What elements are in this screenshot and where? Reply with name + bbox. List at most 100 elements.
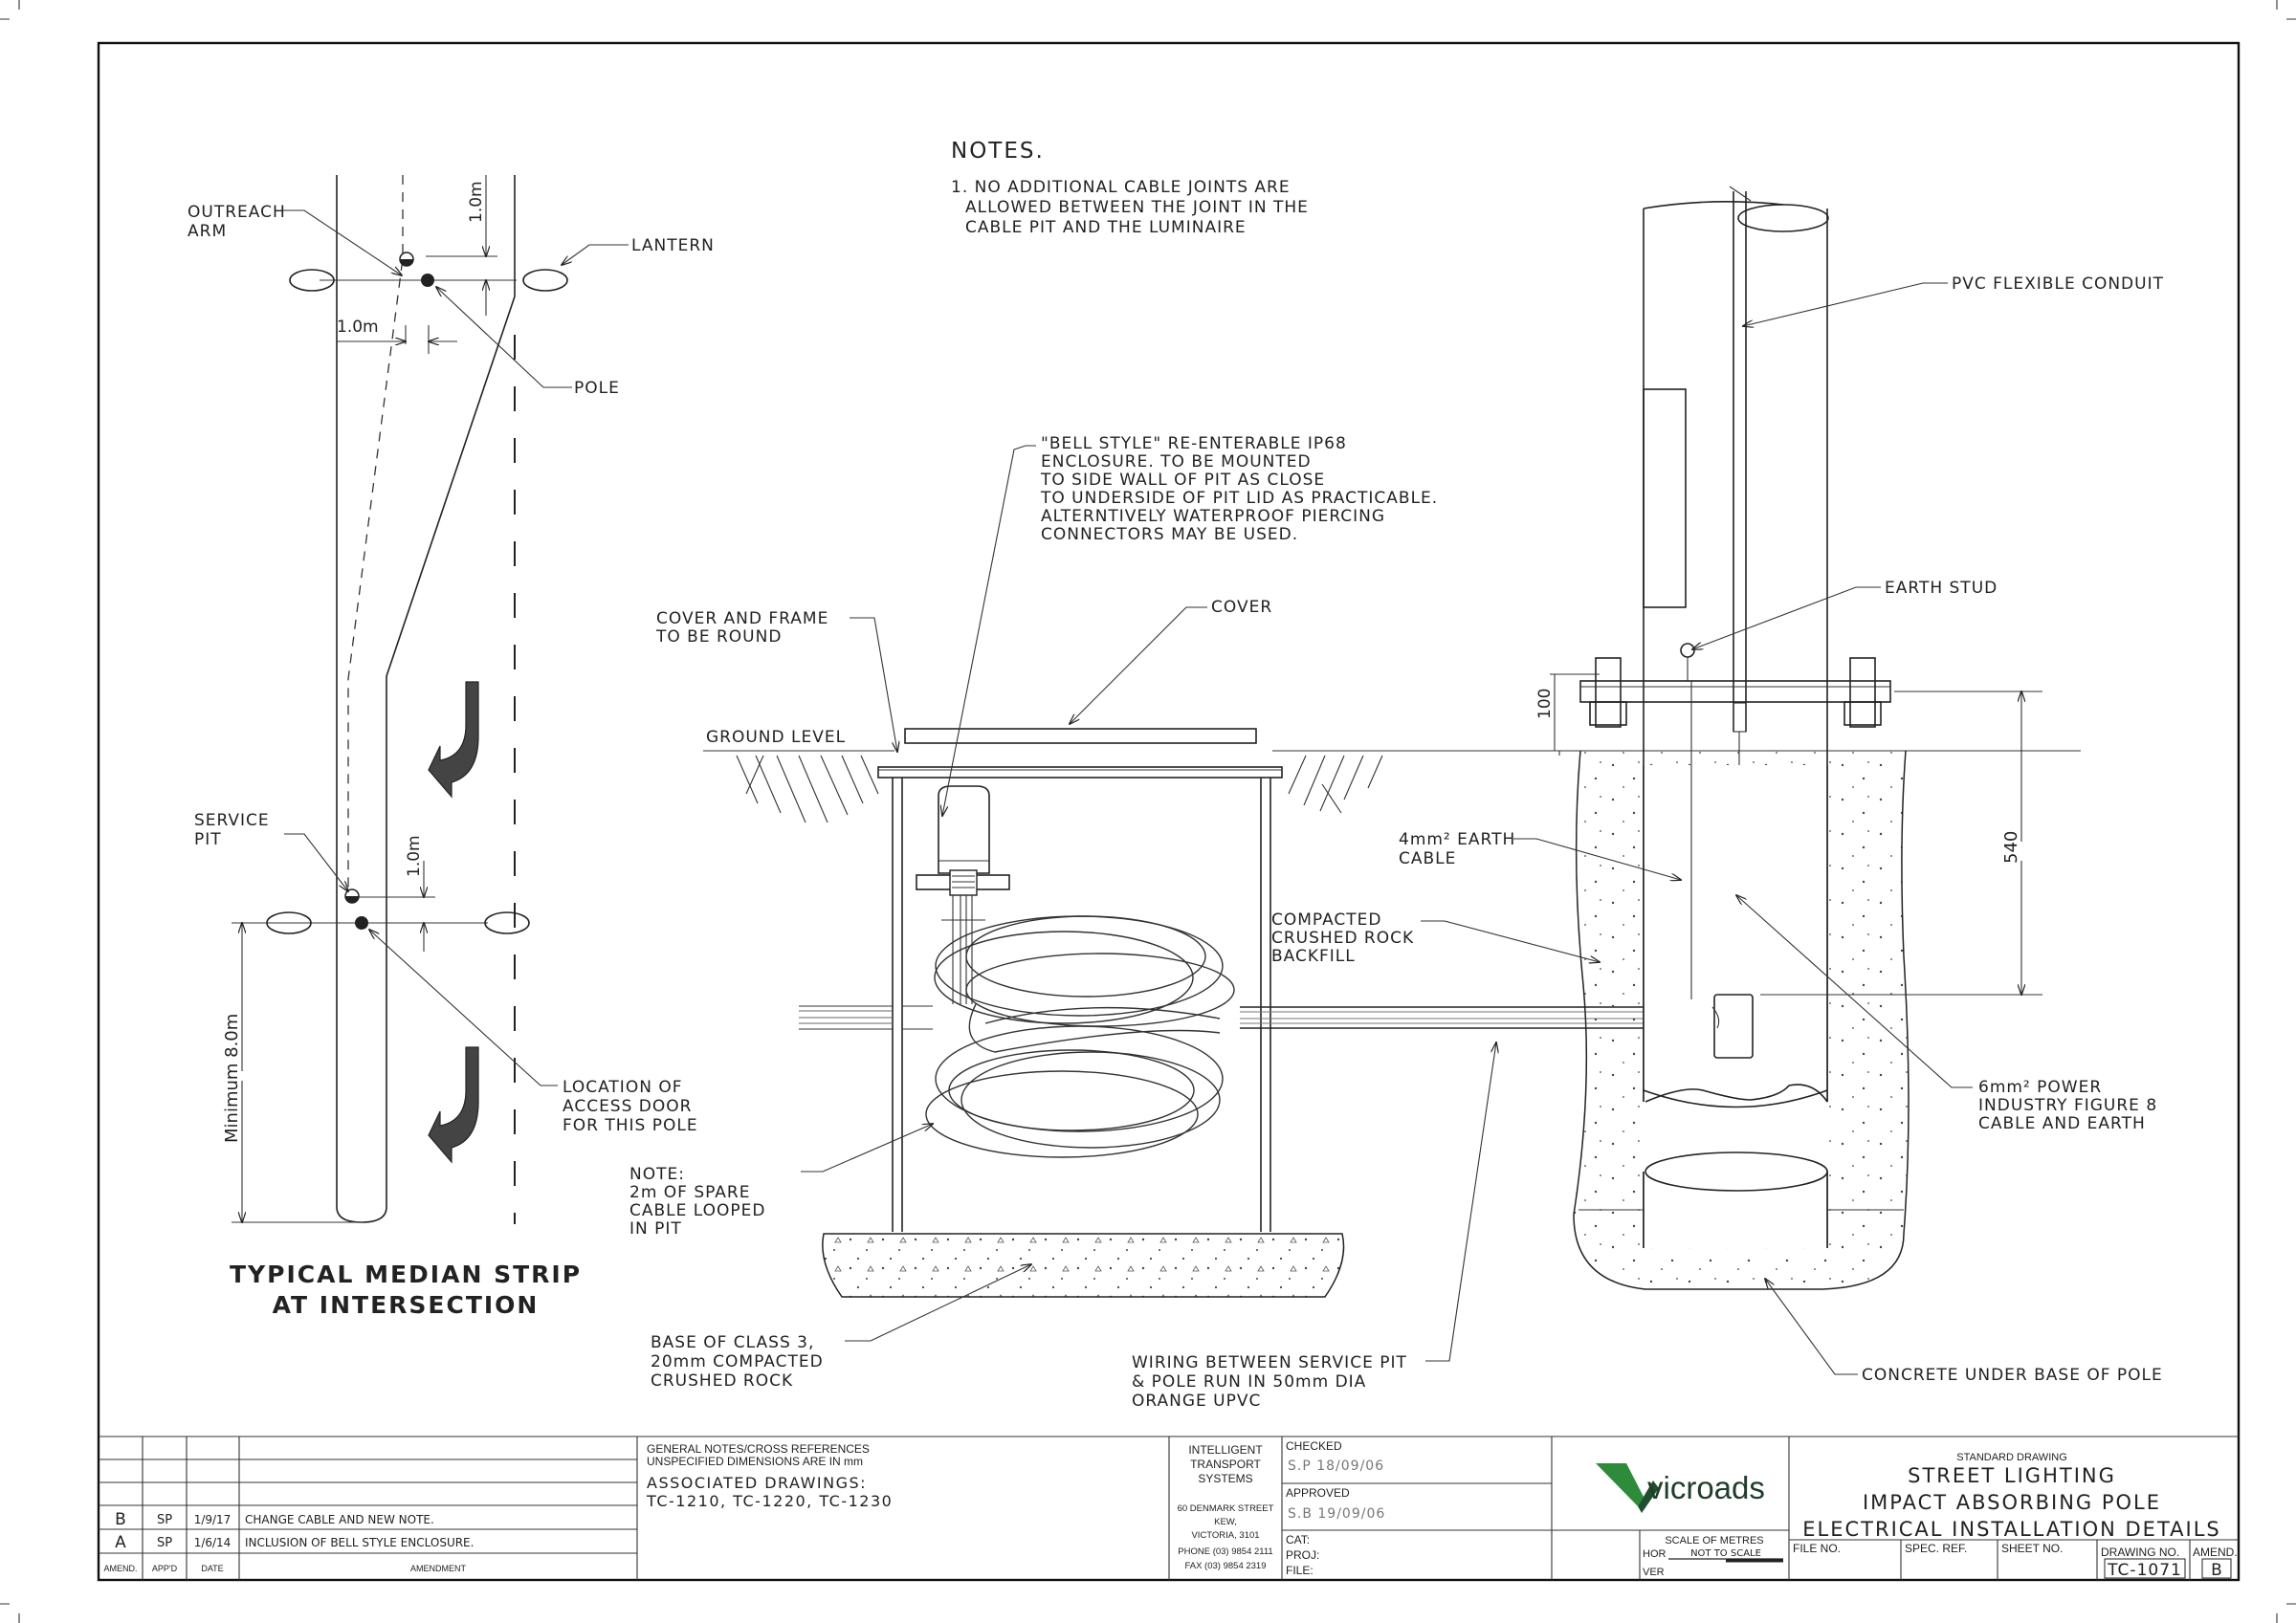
amend-b-date: 1/9/17: [194, 1513, 232, 1526]
label-bell-4: TO UNDERSIDE OF PIT LID AS PRACTICABLE.: [1040, 489, 1438, 508]
plan-title-2: AT INTERSECTION: [273, 1291, 540, 1319]
associated-drawings-label: ASSOCIATED DRAWINGS:: [647, 1474, 867, 1492]
dim-1m-horizontal: 1.0m: [337, 318, 379, 337]
proj-label: PROJ:: [1286, 1548, 1319, 1562]
label-cover: COVER: [1211, 598, 1272, 617]
its-1: INTELLIGENT: [1188, 1443, 1263, 1457]
label-spare-2: 2m OF SPARE: [629, 1183, 750, 1202]
bell-enclosure: [938, 785, 990, 874]
label-outreach-arm: OUTREACH: [188, 203, 286, 222]
label-earth-stud: EARTH STUD: [1885, 579, 1998, 598]
general-notes-2: UNSPECIFIED DIMENSIONS ARE IN mm: [647, 1455, 863, 1468]
label-earth-cable-2: CABLE: [1399, 849, 1456, 868]
general-notes-1: GENERAL NOTES/CROSS REFERENCES: [647, 1442, 870, 1456]
scale-not-to-scale: NOT TO SCALE: [1690, 1548, 1761, 1559]
address-3: VICTORIA, 3101: [1191, 1530, 1259, 1541]
dim-minimum-8m: Minimum 8.0m: [222, 1014, 242, 1143]
label-bell-3: TO SIDE WALL OF PIT AS CLOSE: [1040, 471, 1325, 490]
pole-access-door: [1643, 388, 1687, 608]
dim-1m-vertical-top: 1.0m: [467, 181, 486, 223]
lantern-right-lower: [484, 911, 530, 934]
label-access-door-2: ACCESS DOOR: [563, 1097, 692, 1116]
pole-base-plate: [1579, 680, 1891, 703]
pole-lower: [355, 916, 368, 930]
note-line-2: ALLOWED BETWEEN THE JOINT IN THE: [965, 198, 1309, 217]
address-fax: FAX (03) 9854 2319: [1184, 1561, 1266, 1571]
label-spare-3: CABLE LOOPED: [629, 1201, 766, 1220]
hdr-amendment: AMENDMENT: [410, 1564, 467, 1573]
label-pvc-conduit: PVC FLEXIBLE CONDUIT: [1952, 274, 2164, 294]
label-compacted-1: COMPACTED: [1271, 910, 1382, 930]
soil-hatching: [736, 755, 1383, 823]
address-1: 60 DENMARK STREET: [1178, 1503, 1274, 1514]
label-power-1: 6mm² POWER: [1978, 1078, 2102, 1097]
label-base-2: 20mm COMPACTED: [651, 1352, 824, 1371]
its-3: SYSTEMS: [1198, 1472, 1252, 1485]
dim-100: 100: [1535, 689, 1555, 719]
label-outreach-arm-2: ARM: [188, 222, 227, 241]
note-line-3: CABLE PIT AND THE LUMINAIRE: [965, 218, 1247, 237]
amend-b-letter: B: [115, 1510, 126, 1529]
traffic-arrow-upper: [428, 681, 479, 799]
pit-and-pole-section: 100 540 "BELL STYLE" RE-ENTERABLE IP68 E…: [629, 186, 2164, 1411]
note-line-1: 1. NO ADDITIONAL CABLE JOINTS ARE: [951, 178, 1291, 197]
amend-label: AMEND.: [2193, 1546, 2238, 1559]
label-service-pit: SERVICE: [194, 811, 270, 830]
label-pole: POLE: [574, 379, 620, 398]
spare-cable-loops: [925, 915, 1235, 1158]
amend-a-text: INCLUSION OF BELL STYLE ENCLOSURE.: [245, 1536, 474, 1549]
drawing-no-value: TC-1071: [2107, 1561, 2182, 1580]
amend-a-letter: A: [115, 1533, 126, 1552]
drawing-title-2: IMPACT ABSORBING POLE: [1863, 1491, 2161, 1514]
pole-upper: [421, 274, 434, 287]
label-access-door-3: FOR THIS POLE: [563, 1116, 698, 1135]
label-base-3: CRUSHED ROCK: [651, 1371, 793, 1391]
amend-b-text: CHANGE CABLE AND NEW NOTE.: [245, 1513, 434, 1526]
hdr-appd: APP'D: [152, 1564, 178, 1573]
address-phone: PHONE (03) 9854 2111: [1178, 1546, 1272, 1557]
logo-wordmark: vicroads: [1647, 1470, 1765, 1505]
address-2: KEW,: [1214, 1517, 1237, 1527]
drawing-no-label: DRAWING NO.: [2101, 1546, 2179, 1559]
label-ground-level: GROUND LEVEL: [706, 728, 846, 747]
label-spare-4: IN PIT: [629, 1219, 682, 1239]
earth-stud: [1680, 643, 1695, 658]
plan-title-1: TYPICAL MEDIAN STRIP: [230, 1261, 582, 1288]
label-bell-6: CONNECTORS MAY BE USED.: [1041, 525, 1298, 544]
label-service-pit-2: PIT: [194, 830, 222, 849]
standard-drawing: STANDARD DRAWING: [1956, 1452, 2067, 1463]
approved-label: APPROVED: [1286, 1486, 1350, 1500]
label-lantern: LANTERN: [631, 236, 715, 255]
amend-a-date: 1/6/14: [194, 1536, 232, 1549]
notes-heading: NOTES.: [951, 139, 1045, 164]
label-power-2: INDUSTRY FIGURE 8: [1978, 1096, 2157, 1115]
label-bell-5: ALTERNTIVELY WATERPROOF PIERCING: [1041, 507, 1385, 526]
dim-540: 540: [2001, 831, 2021, 864]
checked-value: S.P 18/09/06: [1288, 1459, 1384, 1474]
label-wiring-3: ORANGE UPVC: [1132, 1392, 1261, 1411]
label-compacted-3: BACKFILL: [1271, 947, 1356, 966]
scale-hor: HOR: [1643, 1548, 1667, 1560]
associated-drawings-list: TC-1210, TC-1220, TC-1230: [646, 1492, 893, 1510]
traffic-arrow-lower: [428, 1046, 479, 1164]
amend-b-appd: SP: [157, 1513, 172, 1527]
amend-a-appd: SP: [157, 1536, 172, 1550]
scale-label: SCALE OF METRES: [1665, 1535, 1763, 1546]
label-wiring-2: & POLE RUN IN 50mm DIA: [1132, 1372, 1366, 1392]
sheet-border: [97, 41, 2241, 1582]
approved-value: S.B 19/09/06: [1288, 1506, 1385, 1522]
notes-block: NOTES. 1. NO ADDITIONAL CABLE JOINTS ARE…: [951, 139, 1309, 237]
label-base-1: BASE OF CLASS 3,: [651, 1333, 814, 1352]
drawing-title-1: STREET LIGHTING: [1908, 1464, 2116, 1487]
label-bell-1: "BELL STYLE" RE-ENTERABLE IP68: [1041, 434, 1347, 453]
label-wiring-1: WIRING BETWEEN SERVICE PIT: [1132, 1353, 1407, 1372]
vicroads-logo: vicroads: [1596, 1463, 1765, 1513]
pit-cover: [904, 728, 1257, 744]
pit-base-crushed-rock: [822, 1233, 1345, 1298]
lantern-left-upper: [289, 269, 335, 292]
spec-ref-label: SPEC. REF.: [1905, 1542, 1967, 1555]
dim-1m-vertical-lower: 1.0m: [405, 835, 424, 877]
file-label: FILE:: [1286, 1564, 1314, 1577]
